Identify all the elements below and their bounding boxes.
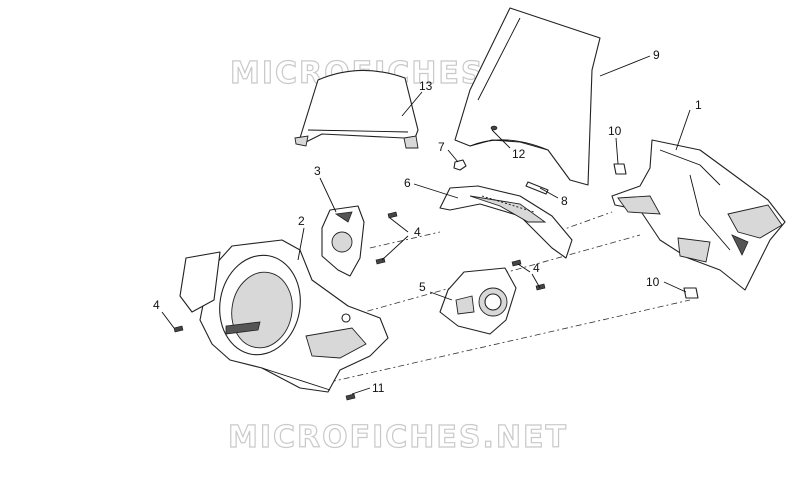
insert-part: [525, 181, 549, 195]
callout-4-left: 4: [153, 298, 160, 312]
callout-7: 7: [438, 140, 445, 154]
callout-11: 11: [372, 381, 385, 395]
front-cover-part: [179, 239, 389, 393]
nut-part: [453, 159, 467, 171]
right-switch-cover-part: [439, 267, 517, 335]
cover-strip-part: [439, 185, 573, 259]
callout-8: 8: [561, 194, 568, 208]
callout-10-upper: 10: [608, 124, 622, 138]
left-switch-cover-part: [321, 205, 365, 277]
clip-part-lower: [683, 287, 699, 299]
watermark-bottom: MICROFICHES.NET: [228, 420, 568, 455]
callout-9: 9: [653, 48, 660, 62]
callout-12: 12: [512, 147, 526, 161]
callout-13: 13: [419, 79, 433, 93]
callout-10-lower: 10: [646, 275, 660, 289]
callout-4-right: 4: [533, 261, 540, 275]
callout-2: 2: [298, 214, 305, 228]
clip-part-upper: [613, 163, 627, 175]
leader-lines: [161, 55, 691, 395]
callout-1: 1: [695, 98, 702, 112]
rear-cover-part: [611, 139, 786, 291]
windscreen-part: [454, 7, 601, 186]
callout-labels: 1 2 3 4 4 4 5 6 7 8 9 10 10 11 12 13: [153, 48, 702, 395]
callout-6: 6: [404, 176, 411, 190]
callout-5: 5: [419, 280, 426, 294]
small-visor-part: [294, 69, 419, 149]
callout-3: 3: [314, 164, 321, 178]
callout-4-middle: 4: [414, 225, 421, 239]
